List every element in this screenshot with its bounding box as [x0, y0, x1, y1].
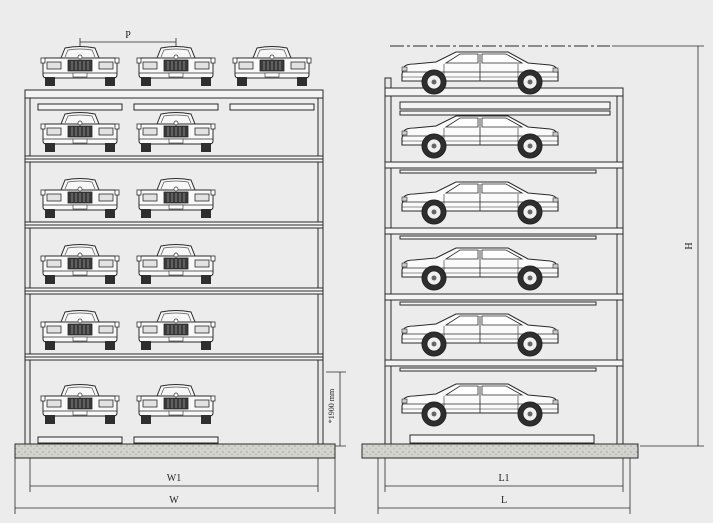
front-top-beam: [24, 89, 324, 99]
car-front-13: [136, 384, 216, 425]
side-top-beam: [384, 87, 624, 97]
car-front-6: [40, 178, 120, 219]
front-view-cars: [40, 46, 312, 425]
car-front-5: [136, 112, 216, 153]
front-right-column: [317, 91, 324, 445]
dim-widths: [14, 458, 336, 514]
dim-inner-width-label: W1: [167, 473, 181, 484]
car-front-10: [40, 310, 120, 351]
car-front-8: [40, 244, 120, 285]
car-front-2: [136, 46, 216, 87]
car-front-7: [136, 178, 216, 219]
car-side-2: [401, 115, 559, 159]
dim-pitch: [79, 38, 177, 46]
car-front-1: [40, 46, 120, 87]
side-right-column: [616, 89, 624, 445]
dim-lengths: [377, 458, 631, 514]
car-front-12: [40, 384, 120, 425]
car-side-4: [401, 247, 559, 291]
dim-outer-width-label: W: [169, 495, 179, 506]
car-side-3: [401, 181, 559, 225]
car-front-3: [232, 46, 312, 87]
car-side-6: [401, 383, 559, 427]
dim-height-label: H: [684, 242, 695, 249]
dim-height: [612, 45, 704, 447]
side-view: H L1 L: [361, 45, 704, 514]
car-front-11: [136, 310, 216, 351]
dim-pitch-label: P: [125, 30, 131, 41]
front-ground-slab: [14, 443, 336, 459]
side-platforms: [384, 101, 624, 444]
dim-ground-clearance-label: *1900 mm: [327, 388, 336, 423]
front-view: P *1900 mm W1 W: [14, 30, 346, 514]
side-left-column: [384, 77, 392, 445]
front-left-column: [24, 91, 31, 445]
car-side-5: [401, 313, 559, 357]
car-front-4: [40, 112, 120, 153]
dim-inner-length-label: L1: [498, 473, 509, 484]
front-platforms: [24, 103, 324, 444]
dim-outer-length-label: L: [501, 495, 507, 506]
car-front-9: [136, 244, 216, 285]
side-ground-slab: [361, 443, 639, 459]
